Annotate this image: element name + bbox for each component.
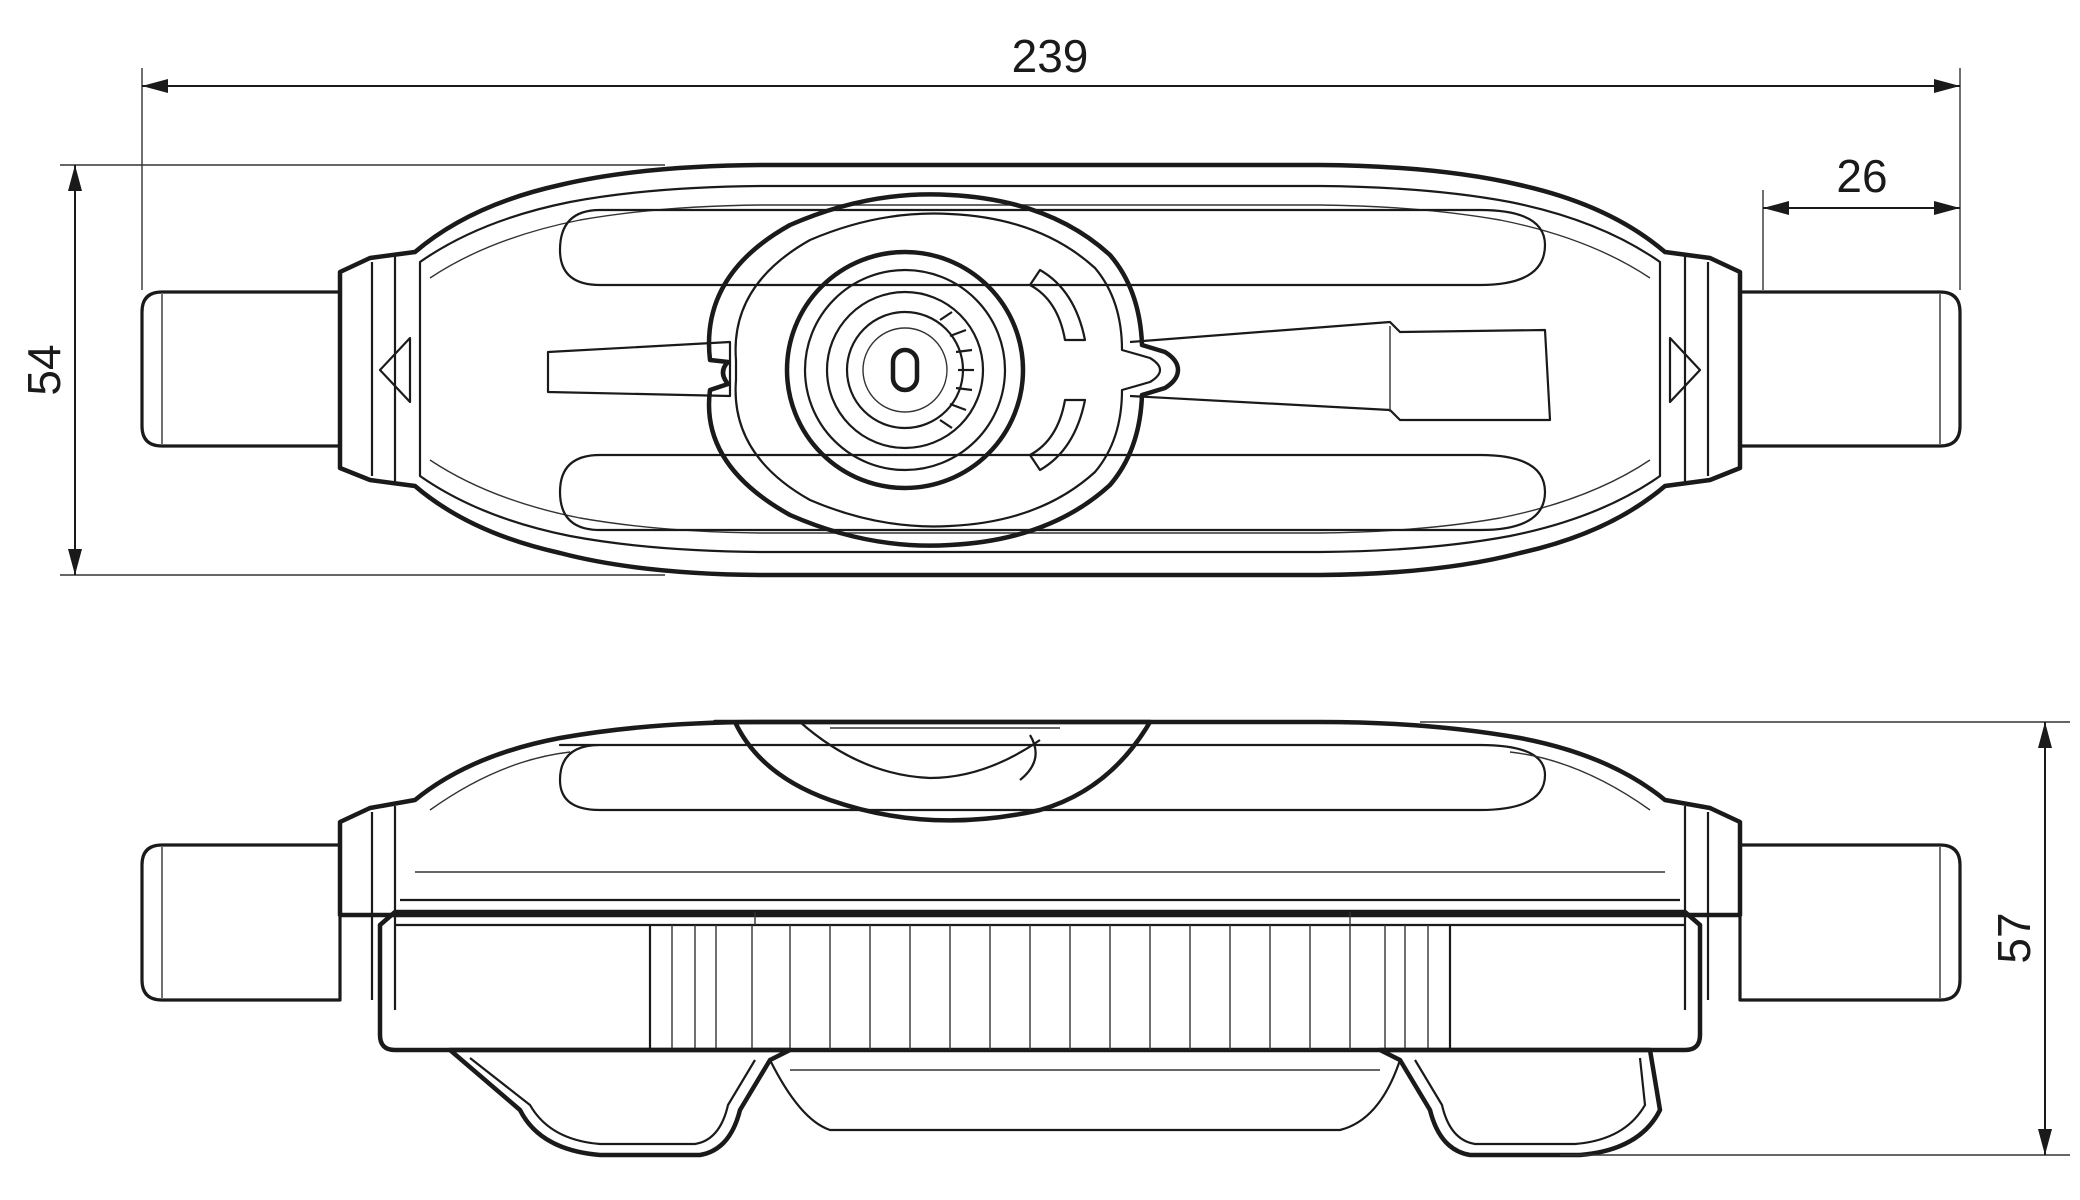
dial-pointer [890, 347, 920, 393]
upper-grip-recess [558, 208, 1547, 287]
rotary-dial [784, 249, 1026, 491]
dial-scale-ticks [939, 311, 974, 429]
top-view-extension-lines [60, 68, 1961, 576]
right-cable-stub [1738, 290, 1962, 448]
dimension-label-239: 239 [1012, 30, 1089, 82]
dimension-label-57: 57 [1988, 912, 2040, 963]
dial-mount [706, 192, 1181, 548]
left-direction-triangle [378, 336, 412, 404]
lower-grip-recess [558, 453, 1547, 532]
side-view [140, 719, 2070, 1158]
side-upper-body [337, 719, 1743, 918]
top-housing [337, 162, 1743, 578]
right-direction-triangle [1668, 336, 1702, 404]
side-left-cable-stub [140, 843, 342, 1002]
side-right-cable-stub [1738, 843, 1962, 1002]
left-cable-stub [140, 290, 342, 448]
side-base-block [377, 909, 1703, 1053]
dimension-label-54: 54 [18, 344, 70, 395]
dimension-overall-length: 239 [142, 30, 1960, 93]
left-foot [447, 1047, 793, 1158]
right-foot [1377, 1047, 1663, 1158]
dimension-cable-end: 26 [1763, 150, 1960, 215]
dimension-label-26: 26 [1836, 150, 1887, 202]
dimension-side-height: 57 [1988, 722, 2052, 1155]
dimension-top-height: 54 [18, 165, 82, 575]
slide-channel [546, 340, 732, 398]
ribbed-grip [648, 912, 1452, 1050]
top-view [60, 68, 1962, 578]
side-dial-cap [712, 719, 1153, 823]
